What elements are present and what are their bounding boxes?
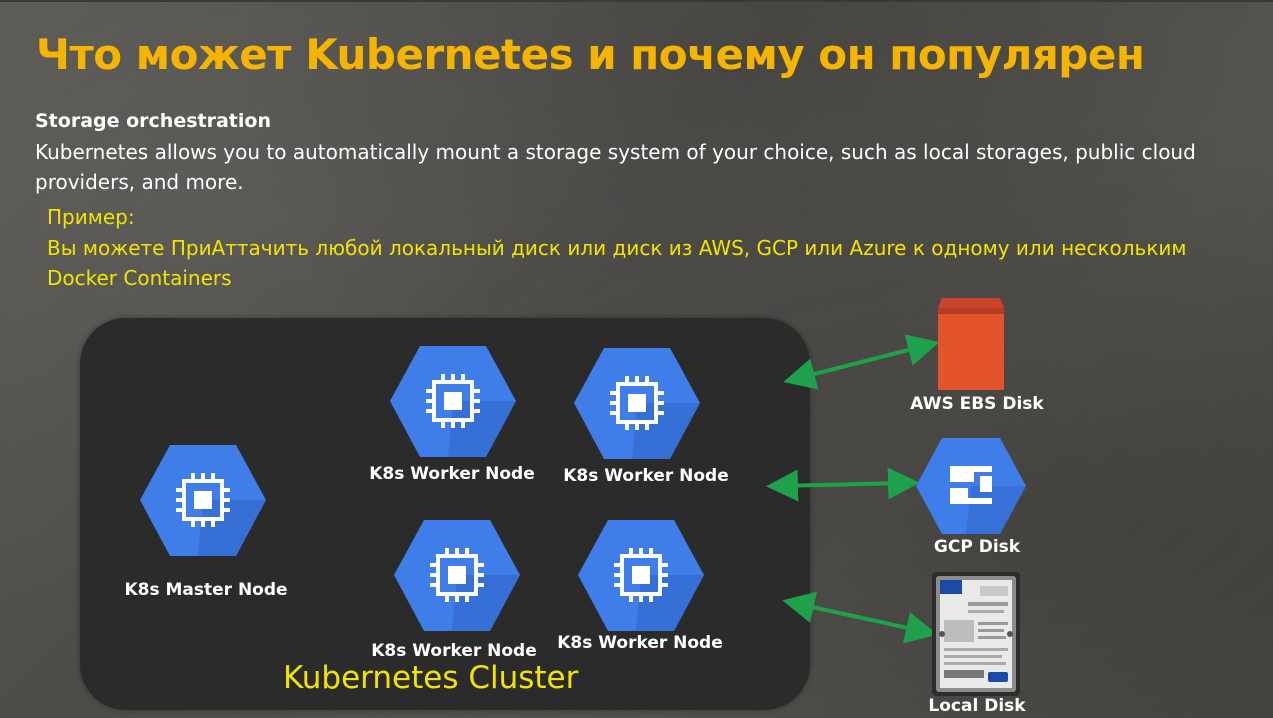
master-node-icon xyxy=(138,443,268,558)
top-frame-line xyxy=(0,0,1273,2)
master-node-label: K8s Master Node xyxy=(124,580,288,600)
worker-node-label: K8s Worker Node xyxy=(557,633,723,653)
arrow-gcp xyxy=(766,467,920,502)
section-heading: Storage orchestration xyxy=(35,110,271,132)
aws-ebs-volume-icon xyxy=(938,298,1004,394)
worker-node-icon xyxy=(392,518,522,633)
worker-node-icon xyxy=(572,346,702,461)
example-label: Пример: xyxy=(47,205,135,229)
section-body: Kubernetes allows you to automatically m… xyxy=(35,140,1196,194)
aws-ebs-label: AWS EBS Disk xyxy=(910,394,1044,414)
local-disk-label: Local Disk xyxy=(928,696,1026,716)
cluster-label: Kubernetes Cluster xyxy=(283,660,579,696)
slide-title: Что может Kubernetes и почему он популяр… xyxy=(36,30,1145,79)
worker-node-label: K8s Worker Node xyxy=(369,464,535,484)
arrow-aws xyxy=(783,334,940,390)
hard-drive-icon xyxy=(932,572,1020,700)
arrow-local xyxy=(782,591,938,644)
example-text: Вы можете ПриАттачить любой локальный ди… xyxy=(47,236,1187,290)
worker-node-icon xyxy=(576,518,706,633)
gcp-persistent-disk-icon xyxy=(914,436,1028,540)
worker-node-label: K8s Worker Node xyxy=(563,466,729,486)
worker-node-icon xyxy=(388,344,518,459)
worker-node-label: K8s Worker Node xyxy=(371,641,537,661)
gcp-disk-label: GCP Disk xyxy=(933,537,1021,557)
